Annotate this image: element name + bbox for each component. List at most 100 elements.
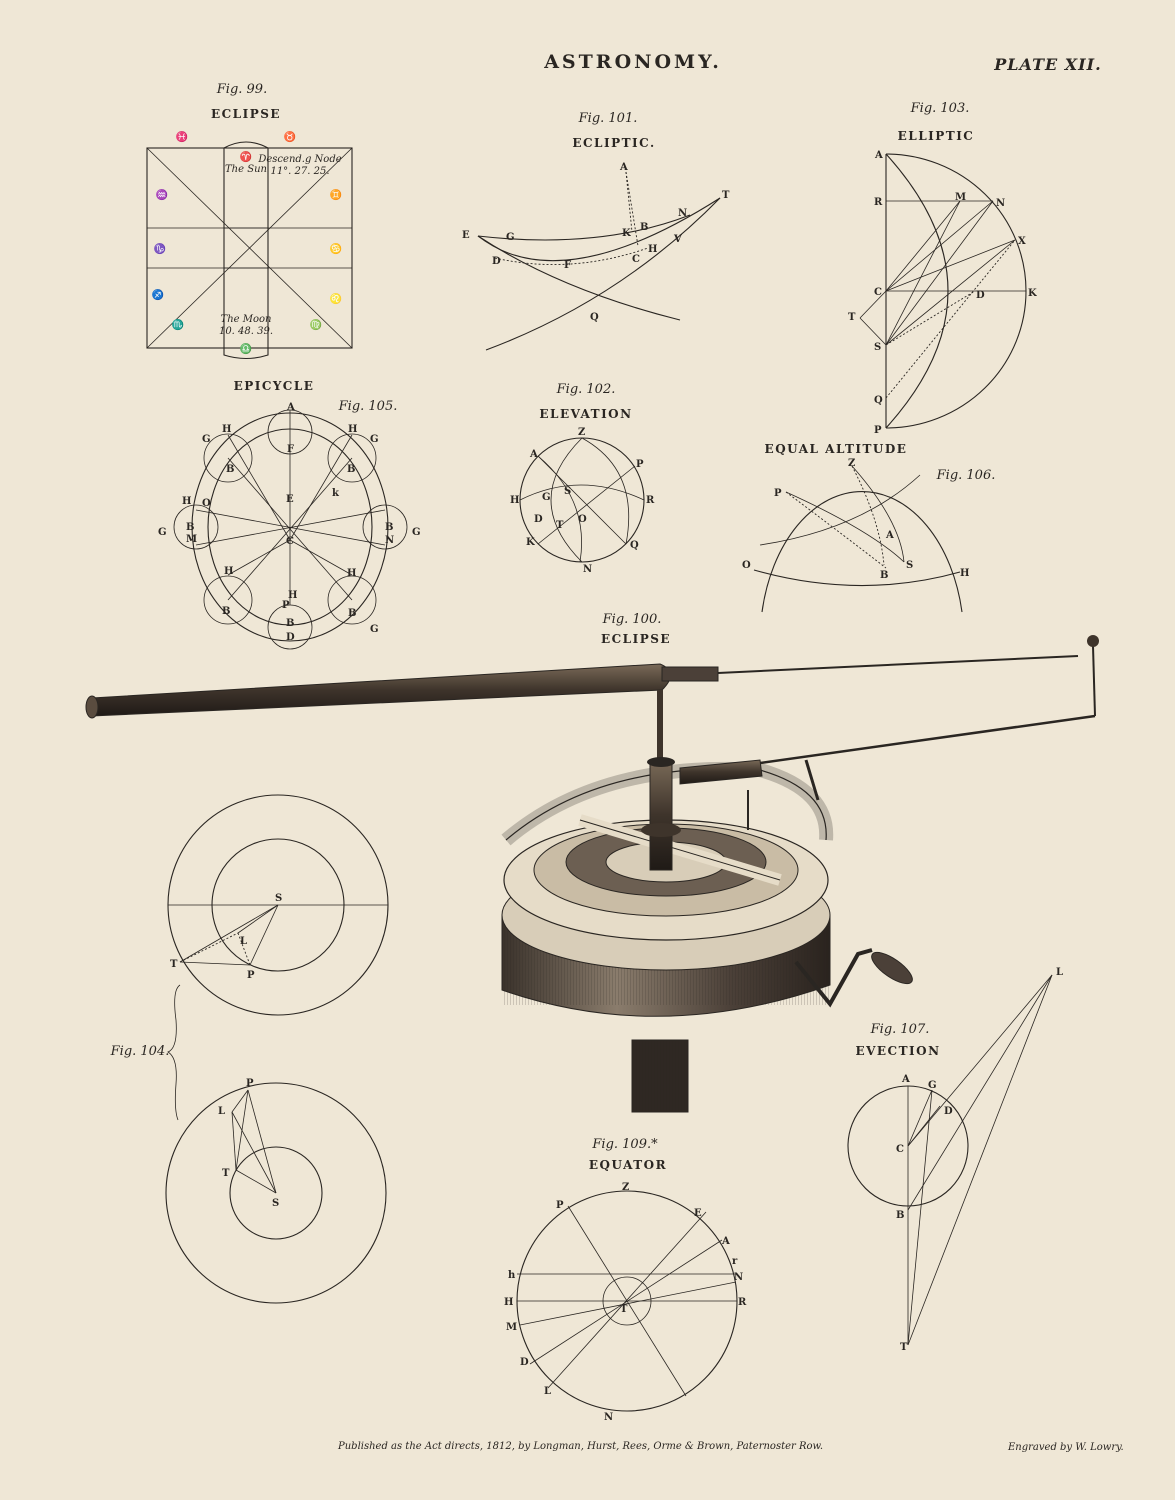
zodiac-aries: ♈ xyxy=(240,150,252,163)
fig102-label-d: D xyxy=(534,514,543,525)
fig102-label-k: K xyxy=(526,537,535,548)
fig109-label-n-bottom: N xyxy=(604,1412,613,1423)
fig104-top-label-t: T xyxy=(170,959,178,970)
fig101-label-a: A xyxy=(619,162,628,173)
fig103-label-m: M xyxy=(955,192,966,203)
fig103-label-q: Q xyxy=(874,395,883,406)
fig103-label-x: X xyxy=(1018,236,1026,247)
fig106-label-a: A xyxy=(885,530,894,541)
fig106-title: EQUAL ALTITUDE xyxy=(765,442,908,456)
fig102-label-t: T xyxy=(556,520,564,531)
fig106-label-z: Z xyxy=(848,458,855,469)
fig106-label-h: H xyxy=(960,568,969,579)
fig101-label-k: K xyxy=(622,228,631,239)
fig102-label-s: S xyxy=(564,486,571,497)
fig104-top-label-l: L xyxy=(240,936,247,947)
fig109-label-e: E xyxy=(694,1208,702,1219)
fig105-label-b-bl: B xyxy=(222,606,230,617)
fig107-label-a: A xyxy=(901,1074,910,1085)
fig102-label-p: P xyxy=(636,459,644,470)
moon-label-2: 10. 48. 39. xyxy=(219,326,273,337)
moon-label-1: The Moon xyxy=(221,314,272,325)
figure-102-elevation: Fig. 102. ELEVATION Z A P H G S R D T O … xyxy=(510,382,655,575)
zodiac-taurus: ♉ xyxy=(284,130,296,143)
figure-100-eclipse-apparatus: Fig. 100. ECLIPSE xyxy=(85,612,1099,1113)
fig105-label-g-br: G xyxy=(370,624,379,635)
fig105-caption: Fig. 105. xyxy=(338,399,398,414)
fig105-label-f: F xyxy=(287,444,294,455)
fig102-label-g: G xyxy=(542,492,551,503)
fig107-label-g: G xyxy=(928,1080,937,1091)
fig105-label-g-tr: G xyxy=(370,434,379,445)
figure-99-eclipse: Fig. 99. ECLIPSE ♈ ♉ ♊ ♋ ♌ ♍ ♎ ♏ ♐ ♑ ♒ ♓… xyxy=(146,82,353,360)
fig103-title: ELLIPTIC xyxy=(898,129,975,143)
fig102-title: ELEVATION xyxy=(539,407,632,421)
fig101-label-q: Q xyxy=(590,312,599,323)
zodiac-leo: ♌ xyxy=(330,292,342,305)
fig104-bottom-label-s: S xyxy=(272,1198,279,1209)
zodiac-pisces: ♓ xyxy=(176,130,188,143)
fig101-label-t: T xyxy=(722,190,730,201)
figure-104: Fig. 104. S L T P P L T S xyxy=(110,794,389,1304)
plate-number: PLATE XII. xyxy=(993,55,1101,74)
zodiac-libra: ♎ xyxy=(240,342,252,355)
fig107-title: EVECTION xyxy=(855,1044,940,1058)
fig109-label-z: Z xyxy=(622,1182,629,1193)
fig100-caption: Fig. 100. xyxy=(602,612,662,627)
fig105-label-h-bl: H xyxy=(224,566,233,577)
fig105-label-h-b: H xyxy=(288,590,297,601)
fig109-title: EQUATOR xyxy=(589,1158,667,1172)
fig105-label-b-tl: B xyxy=(226,464,234,475)
node-label-2: 11°. 27. 25. xyxy=(270,166,329,177)
node-label-1: Descend.g Node xyxy=(257,154,341,165)
fig103-label-d: D xyxy=(976,290,985,301)
fig102-caption: Fig. 102. xyxy=(556,382,616,397)
fig104-bottom-label-t: T xyxy=(222,1168,230,1179)
fig103-label-c: C xyxy=(874,287,882,298)
fig109-label-l: L xyxy=(544,1386,551,1397)
fig101-label-e: E xyxy=(462,230,470,241)
fig101-label-d: D xyxy=(492,256,501,267)
fig107-label-t: T xyxy=(900,1342,908,1353)
fig107-caption: Fig. 107. xyxy=(870,1022,930,1037)
fig106-label-p: P xyxy=(774,488,782,499)
fig99-title: ECLIPSE xyxy=(211,107,281,121)
fig105-label-b-br: B xyxy=(348,608,356,619)
fig101-label-g: G xyxy=(506,232,515,243)
fig105-label-o: O xyxy=(202,498,211,509)
fig103-label-a: A xyxy=(874,150,883,161)
fig104-caption: Fig. 104. xyxy=(110,1044,170,1059)
fig101-label-n: N xyxy=(678,208,687,219)
fig105-label-c: C xyxy=(286,536,294,547)
fig103-label-t: T xyxy=(848,312,856,323)
fig102-label-o: O xyxy=(578,514,587,525)
zodiac-capricorn: ♑ xyxy=(154,242,166,255)
fig109-label-a: A xyxy=(721,1236,730,1247)
fig105-label-b-r: B xyxy=(385,522,393,533)
fig99-caption: Fig. 99. xyxy=(216,82,267,97)
fig105-label-h-l: H xyxy=(182,496,191,507)
figure-101-ecliptic: Fig. 101. ECLIPTIC. A T N E G K B H V D … xyxy=(462,111,730,351)
fig101-label-v: V xyxy=(673,234,682,245)
fig101-label-h: H xyxy=(648,244,657,255)
fig106-caption: Fig. 106. xyxy=(936,468,996,483)
fig109-label-h: H xyxy=(504,1297,513,1308)
fig101-label-b: B xyxy=(640,222,648,233)
zodiac-cancer: ♋ xyxy=(330,242,342,255)
fig105-label-n: N xyxy=(385,535,394,546)
fig105-label-g-tl: G xyxy=(202,434,211,445)
figure-109-equator: Fig. 109.* EQUATOR Z P E A r h N H R T M… xyxy=(504,1137,747,1423)
fig105-label-e: E xyxy=(286,494,294,505)
fig109-label-r: R xyxy=(738,1297,747,1308)
fig109-label-d: D xyxy=(520,1357,529,1368)
figure-105-epicycle: EPICYCLE Fig. 105. A F H H G G B B E k H… xyxy=(158,379,421,650)
fig107-label-l: L xyxy=(1056,967,1063,978)
fig103-caption: Fig. 103. xyxy=(910,101,970,116)
figure-103-elliptic: Fig. 103. ELLIPTIC A R M N X C D K T S Q… xyxy=(848,101,1037,436)
fig105-label-b-b: B xyxy=(286,618,294,629)
fig109-label-t: T xyxy=(620,1304,628,1315)
fig103-label-r: R xyxy=(874,197,883,208)
fig109-caption: Fig. 109.* xyxy=(591,1137,658,1152)
engraver-credit: Engraved by W. Lowry. xyxy=(1007,1442,1124,1453)
